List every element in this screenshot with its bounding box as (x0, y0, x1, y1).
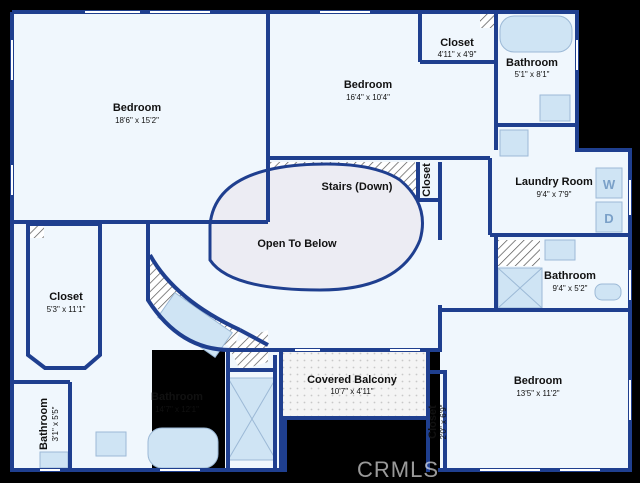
room-dims-bathroom-sw: 14'7" x 12'1" (155, 405, 199, 414)
room-dims-closet-w: 5'3" x 11'1" (47, 305, 86, 314)
room-name-bedroom-se: Bedroom (514, 375, 563, 387)
room-name-open-to-below: Open To Below (257, 238, 337, 250)
windows (11, 11, 631, 471)
sink-sw (95, 431, 127, 457)
room-dims-bedroom-nw: 18'6" x 15'2" (115, 116, 159, 125)
room-name-stairs: Stairs (Down) (322, 181, 393, 193)
room-name-laundry: Laundry Room (515, 176, 593, 188)
room-name-bathroom-small: Bathroom (38, 398, 50, 450)
room-dims-closet-n: 4'11" x 4'9" (438, 50, 477, 59)
room-dims-balcony: 10'7" x 4'11" (330, 387, 373, 396)
covered-balcony-floor (281, 350, 428, 420)
room-name-closet-n: Closet (440, 37, 474, 49)
open-to-below-void (208, 162, 424, 292)
room-name-bedroom-n: Bedroom (344, 79, 393, 91)
watermark: CRMLS (357, 457, 439, 482)
room-name-balcony: Covered Balcony (307, 374, 398, 386)
room-dims-closet-se: 2'0" x 6'9" (439, 404, 448, 439)
room-dims-laundry: 9'4" x 7'9" (537, 190, 572, 199)
room-dims-bathroom-e: 9'4" x 5'2" (553, 284, 588, 293)
room-name-bathroom-sw: Bathroom (151, 391, 203, 403)
bathtub-sw (147, 427, 219, 469)
room-name-bathroom-ne: Bathroom (506, 57, 558, 69)
sink-east-bath (544, 239, 576, 261)
walls (10, 10, 632, 472)
sink-small-bath (39, 451, 69, 469)
fixture-lines (227, 267, 543, 461)
sink-laundry (499, 129, 529, 157)
toilet-east (594, 283, 622, 301)
dryer (595, 201, 623, 233)
room-name-closet-w: Closet (49, 291, 83, 303)
washer-label: W (603, 177, 616, 192)
room-dims-bathroom-small: 3'1" x 5'5" (51, 406, 60, 441)
room-name-closet-se: Closet (427, 405, 439, 439)
room-dims-bedroom-se: 13'5" x 11'2" (516, 389, 559, 398)
bathtub-ne (499, 15, 573, 53)
room-name-bathroom-e: Bathroom (544, 270, 596, 282)
room-name-bedroom-nw: Bedroom (113, 102, 162, 114)
room-labels: Bedroom 18'6" x 15'2" Bedroom 16'4" x 10… (38, 37, 616, 450)
room-dims-bedroom-n: 16'4" x 10'4" (346, 93, 390, 102)
room-name-closet-stairs: Closet (421, 163, 433, 197)
room-dims-bathroom-ne: 5'1" x 8'1" (515, 70, 550, 79)
sink-ne (539, 94, 571, 122)
washer (595, 167, 623, 199)
dryer-label: D (604, 211, 613, 226)
